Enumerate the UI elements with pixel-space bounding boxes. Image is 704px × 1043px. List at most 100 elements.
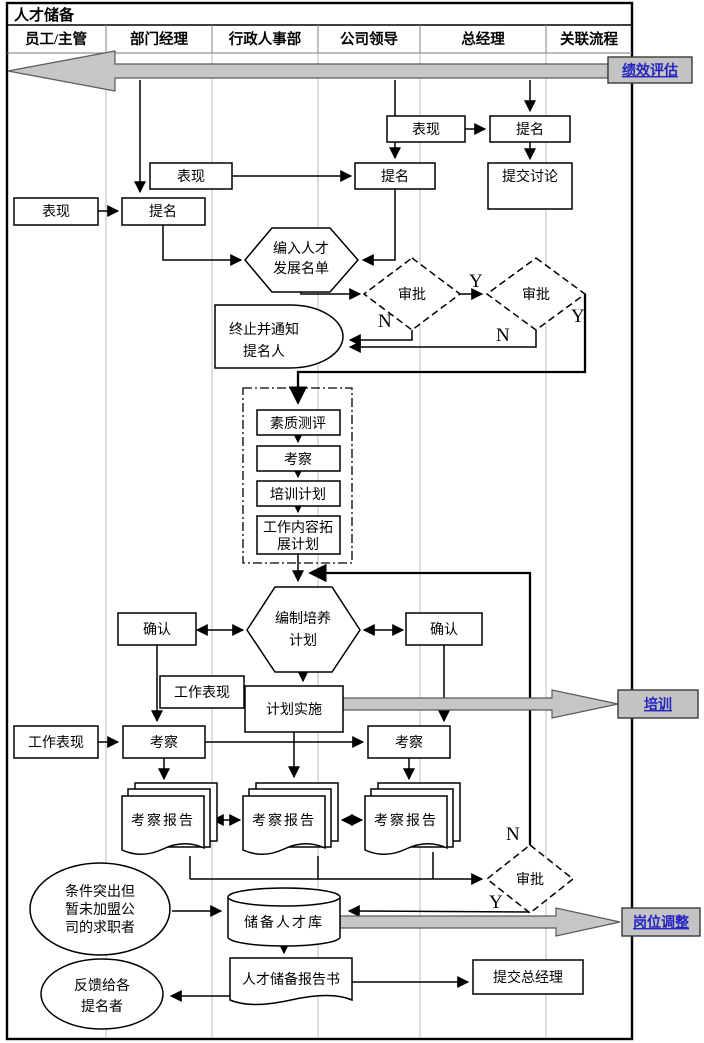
performance-box-low: [13, 197, 99, 226]
performance-eval-link[interactable]: 绩效评估: [622, 62, 678, 79]
inspection-left-label: 考察: [150, 734, 178, 751]
connector: [361, 189, 396, 266]
approval-1-label: 审批: [398, 287, 426, 303]
plan-implementation-box: [244, 685, 344, 733]
terminate-label-1: 终止并通知: [229, 321, 299, 338]
talent-list-label-2: 发展名单: [273, 261, 329, 277]
talent-pool-label: 储备人才库: [244, 914, 324, 931]
quality-assessment-box: [256, 409, 341, 436]
work-expansion-label-1: 工作内容拓: [263, 519, 333, 536]
nomination-box-low: [121, 197, 206, 226]
work-expansion-box: [256, 515, 341, 555]
performance-box-top: [386, 115, 466, 143]
cylinder-body: [227, 897, 341, 947]
nomination-box-low-label: 提名: [149, 204, 177, 220]
candidates-label-3: 司的求职者: [65, 920, 135, 936]
nomination-box-mid-label: 提名: [381, 169, 409, 185]
performance-eval-arrow: [7, 50, 609, 92]
yes-label-1: Y: [469, 271, 483, 292]
connector: [162, 225, 243, 266]
cylinder-top: [227, 887, 341, 907]
report-stack-1: 考察报告: [121, 782, 218, 855]
no-label-2: N: [496, 325, 510, 346]
reserve-report-doc: [229, 957, 353, 1006]
inspection-right-label: 考察: [395, 734, 423, 751]
develop-plan-label-1: 编制培养: [275, 611, 331, 627]
feedback-label-1: 反馈给各: [74, 978, 130, 994]
connector-no-3-feedback: [308, 563, 532, 845]
quality-assessment-label: 素质测评: [270, 416, 326, 432]
confirm-right-label: 确认: [430, 622, 458, 638]
training-arrow: [342, 689, 619, 719]
yes-label-3: Y: [489, 892, 503, 913]
nomination-box-top: [489, 115, 571, 143]
approval-3-label: 审批: [516, 872, 544, 888]
training-plan-box: [256, 480, 341, 507]
report-1-label: 考察报告: [131, 812, 195, 829]
develop-plan-label-2: 计划: [289, 633, 317, 649]
connector-yes-3: [347, 905, 531, 918]
performance-box-top-label: 表现: [412, 122, 440, 138]
report-2-label: 考察报告: [252, 812, 316, 829]
related-process-links: 绩效评估 培训 岗位调整: [607, 56, 701, 937]
work-performance-lower-box: [13, 725, 99, 759]
lane-header-gm: 总经理: [461, 30, 505, 48]
job-adjustment-link-box[interactable]: [621, 907, 701, 937]
submit-gm-label: 提交总经理: [493, 969, 563, 986]
report-3-label: 考察报告: [374, 812, 438, 829]
candidates-label-2: 暂未加盟公: [65, 902, 135, 918]
report-page-front: [121, 795, 205, 855]
connector-no-1: [348, 330, 413, 346]
candidates-label-1: 条件突出但: [65, 883, 135, 900]
submit-discussion-box: [487, 162, 573, 210]
terminate-shape: [214, 304, 344, 369]
lane-header-employee: 员工/主管: [25, 30, 87, 48]
inspection-left-box: [122, 725, 206, 759]
work-performance-upper-box: [159, 675, 245, 709]
flow-nodes: 表现 提名 提交讨论 表现 提名 表现 提名 编入人才 发展名单 审批 审批 Y…: [13, 115, 587, 1030]
training-link-box[interactable]: [617, 689, 699, 719]
nomination-box-top-label: 提名: [516, 122, 544, 138]
page-title: 人才储备: [14, 6, 75, 24]
performance-eval-link-box[interactable]: [607, 56, 693, 84]
job-adjustment-arrow: [339, 907, 621, 937]
job-adjustment-link[interactable]: 岗位调整: [633, 914, 690, 931]
report-page-front: [242, 795, 326, 855]
approval-diamond-2: [485, 257, 587, 331]
lane-header-company-leaders: 公司领导: [340, 30, 398, 48]
training-plan-label: 培训计划: [270, 487, 326, 503]
connectors: [98, 80, 587, 1002]
training-link[interactable]: 培训: [644, 696, 672, 713]
lane-header-dept-manager: 部门经理: [130, 30, 188, 48]
performance-box-mid: [149, 162, 233, 190]
inspection-dev-label: 考察: [284, 451, 312, 468]
header-separators: [105, 25, 547, 53]
talent-list-hexagon: [244, 227, 359, 293]
approval-diamond-1: [362, 257, 462, 331]
approval-2-label: 审批: [522, 287, 550, 303]
develop-plan-hexagon: [246, 586, 361, 673]
work-expansion-label-2: 展计划: [277, 537, 319, 553]
performance-box-low-label: 表现: [42, 204, 70, 220]
report-stack-2: 考察报告: [242, 782, 339, 855]
work-performance-upper-label: 工作表现: [174, 685, 230, 701]
reserve-report-label: 人才储备报告书: [242, 971, 340, 988]
submit-gm-box: [472, 959, 584, 995]
submit-discussion-label: 提交讨论: [502, 168, 558, 185]
talent-pool-cylinder: 储备人才库: [227, 887, 341, 947]
confirm-left-box: [117, 612, 197, 646]
report-page-front: [364, 795, 448, 855]
nomination-box-mid: [354, 162, 436, 190]
lane-header-hr: 行政人事部: [228, 30, 302, 48]
performance-box-mid-label: 表现: [177, 169, 205, 185]
candidates-ellipse: [29, 862, 171, 956]
lane-header-related: 关联流程: [560, 30, 618, 48]
inspection-right-box: [367, 725, 451, 759]
feedback-ellipse: [40, 958, 164, 1030]
work-performance-lower-label: 工作表现: [28, 735, 84, 751]
talent-list-label-1: 编入人才: [273, 241, 329, 257]
yes-label-2: Y: [571, 306, 585, 327]
inspection-dev-box: [256, 445, 341, 472]
terminate-label-2: 提名人: [243, 344, 285, 360]
